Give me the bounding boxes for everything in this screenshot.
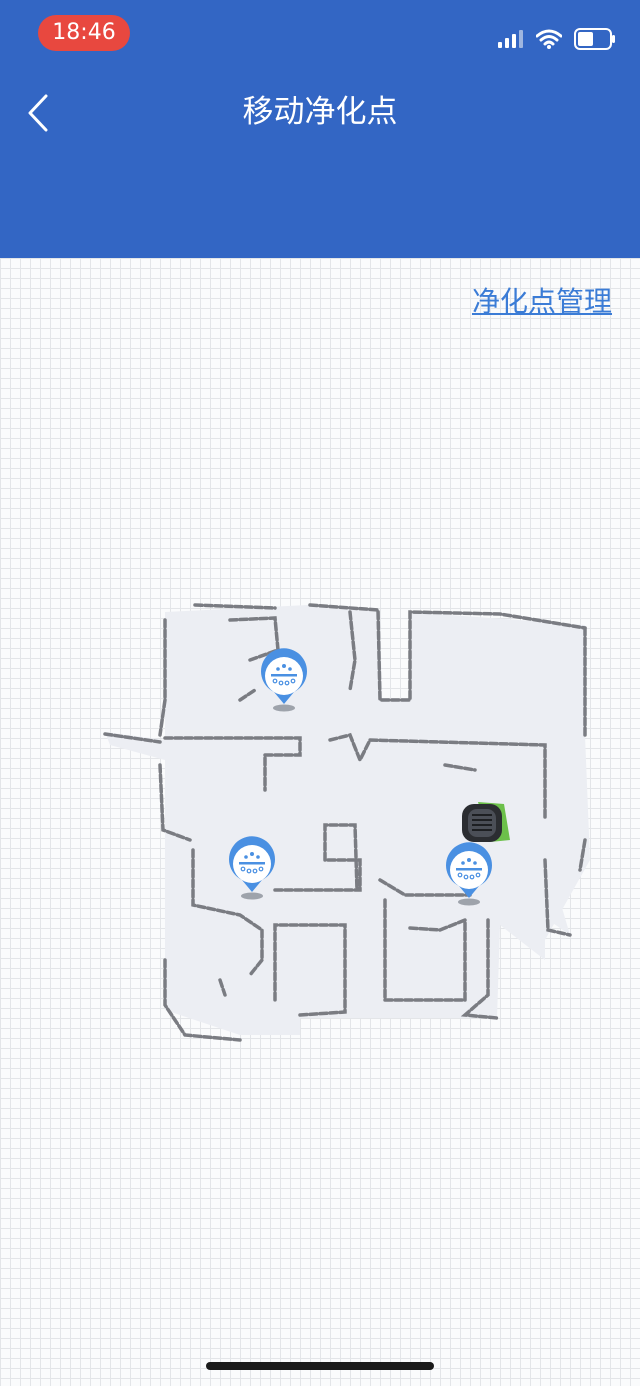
purify-point-icon [261,648,307,712]
purify-point-pin[interactable] [258,648,310,712]
wifi-icon [536,29,562,49]
home-indicator[interactable] [206,1362,434,1370]
status-icons [498,26,616,52]
back-button[interactable] [20,88,60,138]
signal-icon [498,30,523,48]
page-title: 移动净化点 [242,94,398,130]
map-canvas[interactable] [0,258,640,1386]
purify-point-pin[interactable] [443,842,495,906]
battery-icon [574,28,615,50]
manage-purify-points-link[interactable]: 净化点管理 [471,285,612,318]
purify-point-pin[interactable] [226,836,278,900]
purify-point-icon [446,842,492,906]
status-time: 18:46 [38,15,130,51]
purify-point-icon [229,836,275,900]
robot-marker[interactable] [460,800,512,844]
header-bar: 18:46 移动净化点 [0,0,640,258]
robot-icon [462,802,510,842]
chevron-left-icon [28,94,48,132]
